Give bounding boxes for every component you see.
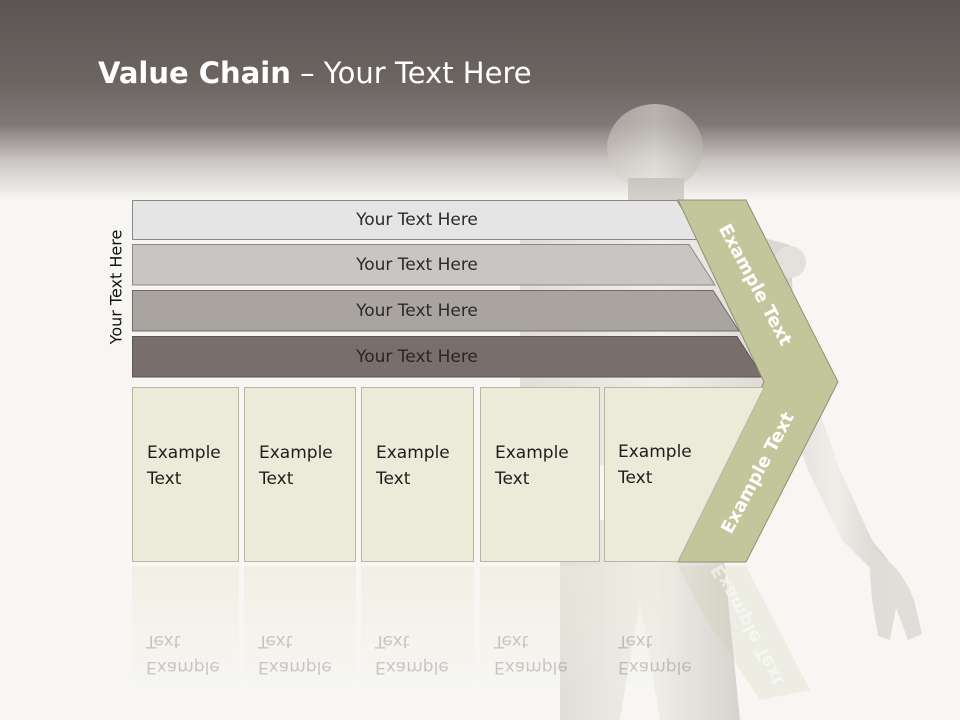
slide-title[interactable]: Value Chain – Your Text Here bbox=[98, 56, 532, 90]
title-rest: – Your Text Here bbox=[290, 56, 532, 90]
example-box-5-line1: Example bbox=[618, 442, 692, 462]
title-bold: Value Chain bbox=[98, 56, 291, 90]
example-box-4[interactable]: Example Text bbox=[480, 387, 600, 562]
header-band bbox=[0, 0, 960, 200]
example-box-3-line1: Example bbox=[376, 443, 450, 463]
row-2-label: Your Text Here bbox=[356, 255, 478, 275]
example-box-3-line2: Text bbox=[376, 469, 411, 489]
example-box-2-line1: Example bbox=[259, 443, 333, 463]
example-box-2-line2: Text bbox=[259, 469, 294, 489]
row-4-label: Your Text Here bbox=[356, 347, 478, 367]
example-box-5-shape bbox=[604, 387, 765, 562]
example-box-3[interactable]: Example Text bbox=[361, 387, 474, 562]
row-1-label: Your Text Here bbox=[356, 210, 478, 230]
example-box-5[interactable]: Example Text bbox=[604, 387, 766, 562]
example-box-4-line1: Example bbox=[495, 443, 569, 463]
example-box-2[interactable]: Example Text bbox=[244, 387, 356, 562]
row-3-label: Your Text Here bbox=[356, 301, 478, 321]
example-box-1[interactable]: Example Text bbox=[132, 387, 239, 562]
example-box-1-line2: Text bbox=[147, 469, 182, 489]
example-box-1-line1: Example bbox=[147, 443, 221, 463]
example-box-4-line2: Text bbox=[495, 469, 530, 489]
example-box-5-line2: Text bbox=[618, 468, 653, 488]
row-3-shape bbox=[132, 290, 740, 332]
row-2-shape bbox=[132, 244, 716, 286]
